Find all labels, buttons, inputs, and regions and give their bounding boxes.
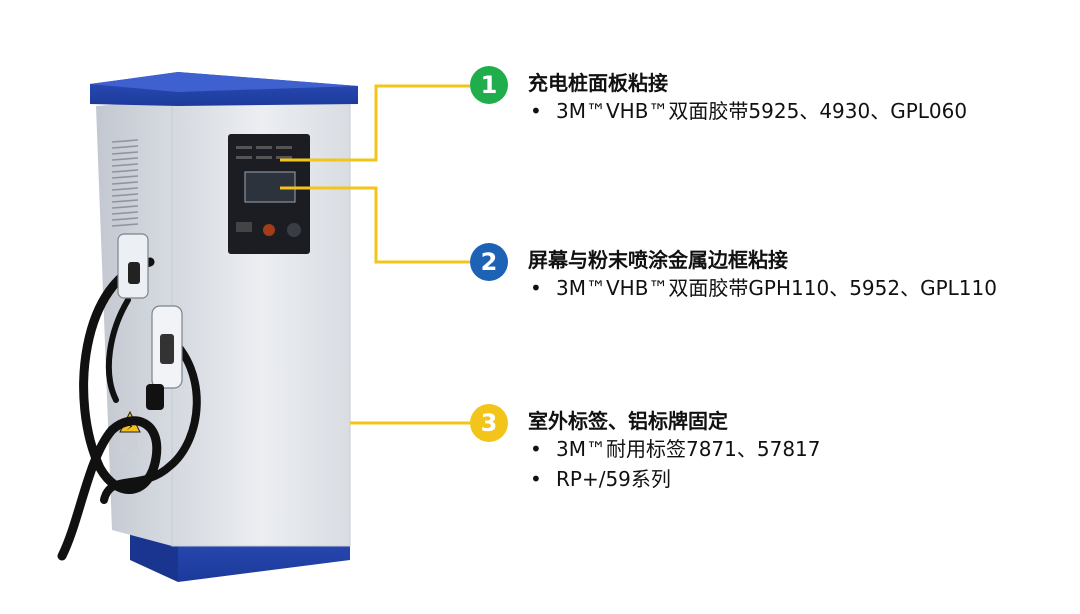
- callout-2-items: 3M™VHB™双面胶带GPH110、5952、GPL110: [528, 273, 997, 303]
- callout-1-title: 充电桩面板粘接: [528, 71, 668, 95]
- charging-cable: [57, 257, 201, 561]
- connector-line-2: [280, 186, 470, 264]
- warning-label: ⚡: [119, 408, 141, 452]
- callout-3-items: 3M™耐用标签7871、57817 RP+/59系列: [528, 434, 821, 494]
- callout-1-item: 3M™VHB™双面胶带5925、4930、GPL060: [528, 96, 967, 126]
- callout-3-item: RP+/59系列: [528, 464, 821, 494]
- svg-text:⚡: ⚡: [126, 420, 134, 433]
- emergency-button: [263, 224, 275, 236]
- charging-plug-holster: [117, 233, 149, 299]
- display-screen: [244, 171, 296, 203]
- card-reader: [287, 223, 301, 237]
- callout-3-title: 室外标签、铝标牌固定: [528, 409, 728, 433]
- callout-1-items: 3M™VHB™双面胶带5925、4930、GPL060: [528, 96, 967, 126]
- cabinet-top-cap: [90, 72, 358, 106]
- callout-2-item: 3M™VHB™双面胶带GPH110、5952、GPL110: [528, 273, 997, 303]
- connector-lines: [280, 84, 470, 425]
- control-panel: [228, 134, 310, 254]
- connector-line-1: [280, 84, 470, 162]
- callout-3-item: 3M™耐用标签7871、57817: [528, 434, 821, 464]
- side-vents: [111, 139, 139, 227]
- callout-3-badge: 3: [470, 404, 508, 442]
- callout-2-badge: 2: [470, 243, 508, 281]
- callout-1-badge: 1: [470, 66, 508, 104]
- callout-2-title: 屏幕与粉末喷涂金属边框粘接: [528, 248, 788, 272]
- charging-gun: [146, 305, 183, 410]
